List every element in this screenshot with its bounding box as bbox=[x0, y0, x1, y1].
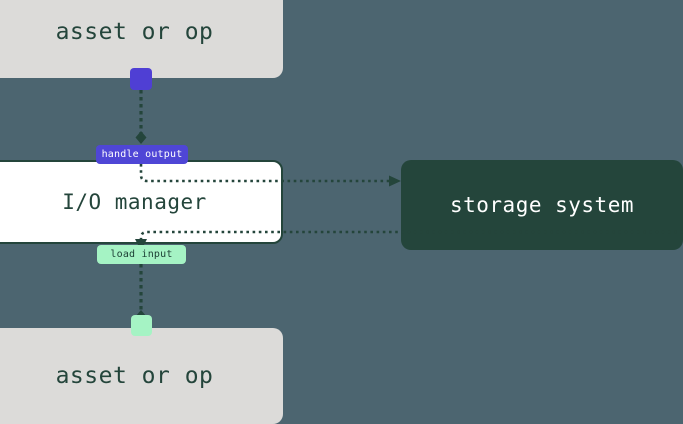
edge-label-load-input-text: load input bbox=[110, 249, 173, 260]
edge-label-load-input[interactable]: load input bbox=[97, 245, 186, 264]
node-label-asset-bottom: asset or op bbox=[55, 363, 214, 389]
node-label-asset-top: asset or op bbox=[55, 19, 214, 45]
node-asset-or-op-top[interactable]: asset or op bbox=[0, 0, 283, 78]
node-label-storage-system: storage system bbox=[449, 193, 634, 217]
edge-label-handle-output-text: handle output bbox=[101, 149, 183, 160]
edge-line-from-storage bbox=[139, 230, 683, 252]
edge-layer bbox=[135, 90, 683, 323]
edge-asset-to-iomanager bbox=[135, 90, 147, 144]
arrowhead-to-storage bbox=[389, 175, 401, 187]
edge-iomanager-to-storage bbox=[139, 164, 401, 187]
edge-storage-to-iomanager bbox=[135, 230, 683, 252]
input-port-icon[interactable] bbox=[131, 315, 152, 336]
node-storage-system[interactable]: storage system bbox=[401, 160, 683, 250]
node-label-io-manager: I/O manager bbox=[62, 190, 207, 214]
diamond-marker-handle-output bbox=[135, 131, 147, 144]
output-port-icon[interactable] bbox=[130, 68, 152, 90]
edge-line-to-storage bbox=[139, 164, 395, 183]
edge-label-handle-output[interactable]: handle output bbox=[96, 145, 188, 164]
node-asset-or-op-bottom[interactable]: asset or op bbox=[0, 328, 283, 424]
